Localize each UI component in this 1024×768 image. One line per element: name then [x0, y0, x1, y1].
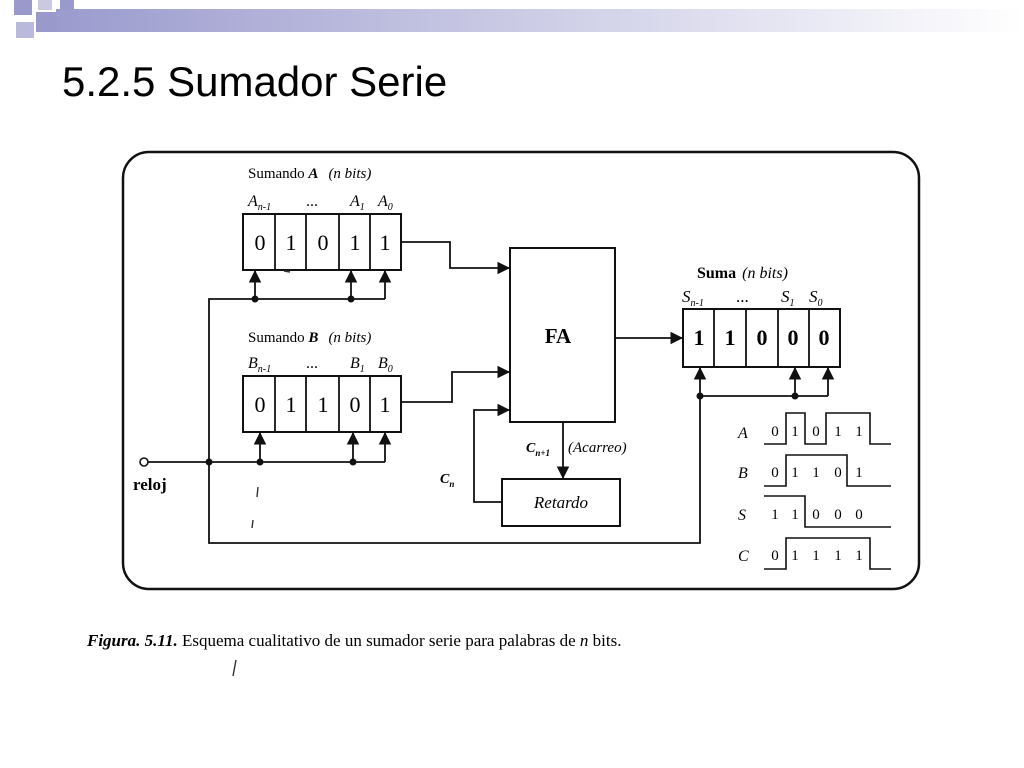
- register-s-frame: [682, 308, 841, 368]
- header-square: [60, 0, 74, 10]
- slide-title: 5.2.5 Sumador Serie: [62, 58, 448, 105]
- wire-a-to-adder: [401, 241, 510, 275]
- register-b: 0 1 1 0 1: [242, 375, 402, 433]
- register-s-bit: 0: [757, 325, 768, 350]
- header-square: [14, 0, 32, 15]
- timing-digit: 1: [791, 548, 799, 564]
- timing-wave-c: [764, 537, 891, 570]
- figure-caption: Figura. 5.11. Esquema cualitativo de un …: [86, 631, 621, 650]
- wire-carry-feedback: [473, 403, 510, 503]
- timing-digit: 0: [834, 507, 842, 523]
- register-a-bit: 0: [255, 230, 266, 255]
- register-s-bit-labels: Sn-1 ... S1 S0: [682, 287, 823, 310]
- timing-signal-label: S: [738, 507, 746, 524]
- header-square: [16, 22, 34, 38]
- timing-digit: 0: [771, 548, 779, 564]
- register-s-bit: 0: [819, 325, 830, 350]
- timing-signal-label: C: [738, 548, 749, 565]
- header-square: [38, 0, 52, 10]
- timing-signal-label: B: [738, 465, 748, 482]
- register-a-title: Sumando A(n bits): [248, 166, 371, 182]
- delay-label: Retardo: [533, 493, 588, 512]
- diagram-frame: [121, 150, 921, 591]
- timing-digit: 1: [855, 548, 863, 564]
- clock-junctions: [205, 295, 799, 466]
- timing-digit: 1: [812, 465, 820, 481]
- wire-b-to-adder: [401, 365, 510, 403]
- full-adder-label: FA: [545, 324, 572, 348]
- timing-digit: 0: [855, 507, 863, 523]
- timing-digit: 1: [771, 507, 779, 523]
- scan-marks: [232, 270, 291, 677]
- timing-digit: 1: [855, 465, 863, 481]
- timing-wave-a: [764, 412, 891, 445]
- register-b-title: Sumando B(n bits): [248, 330, 371, 346]
- clock-label: reloj: [133, 475, 167, 494]
- register-s-bit: 1: [694, 325, 705, 350]
- carry-in-label: Cn: [440, 472, 454, 489]
- register-a-bit: 0: [318, 230, 329, 255]
- timing-digit: 1: [791, 465, 799, 481]
- timing-digit: 1: [791, 507, 799, 523]
- timing-digit: 1: [791, 424, 799, 440]
- register-s-bit: 1: [725, 325, 736, 350]
- clock-wiring: [148, 270, 835, 544]
- timing-digit: 0: [834, 465, 842, 481]
- register-b-bit: 1: [286, 392, 297, 417]
- timing-signal-label: A: [737, 425, 748, 442]
- timing-wave-s: [764, 495, 891, 528]
- clock-input-terminal: [139, 457, 149, 467]
- register-b-bit: 0: [255, 392, 266, 417]
- timing-digit: 1: [855, 424, 863, 440]
- carry-out-note: (Acarreo): [568, 440, 627, 456]
- timing-digit: 0: [812, 424, 820, 440]
- register-b-bit: 1: [380, 392, 391, 417]
- timing-diagram: A B S C 0 1 0 1 1 0 1 1 0 1 1 1 0 0 0 0 …: [737, 412, 891, 570]
- timing-digit: 0: [812, 507, 820, 523]
- timing-digit: 1: [834, 424, 842, 440]
- register-s: 1 1 0 0 0: [682, 308, 841, 368]
- timing-digit: 0: [771, 424, 779, 440]
- register-a-bit: 1: [350, 230, 361, 255]
- register-b-bit-labels: Bn-1 ... B1 B0: [248, 355, 393, 376]
- timing-digit: 1: [834, 548, 842, 564]
- carry-out-label: Cn+1: [526, 441, 550, 458]
- header-gradient-band: [56, 9, 1024, 32]
- register-a: 0 1 0 1 1: [242, 213, 402, 271]
- header-square: [36, 12, 56, 32]
- timing-digit: 0: [771, 465, 779, 481]
- header-decoration: [14, 0, 1024, 38]
- timing-digit: 1: [812, 548, 820, 564]
- timing-wave-b: [764, 454, 891, 487]
- register-b-bit: 0: [350, 392, 361, 417]
- register-s-title: Suma(n bits): [697, 265, 788, 282]
- register-a-bit-labels: An-1 ... A1 A0: [247, 193, 393, 214]
- register-s-bit: 0: [788, 325, 799, 350]
- register-a-bit: 1: [380, 230, 391, 255]
- register-b-frame: [242, 375, 402, 433]
- register-a-bit: 1: [286, 230, 297, 255]
- register-b-bit: 1: [318, 392, 329, 417]
